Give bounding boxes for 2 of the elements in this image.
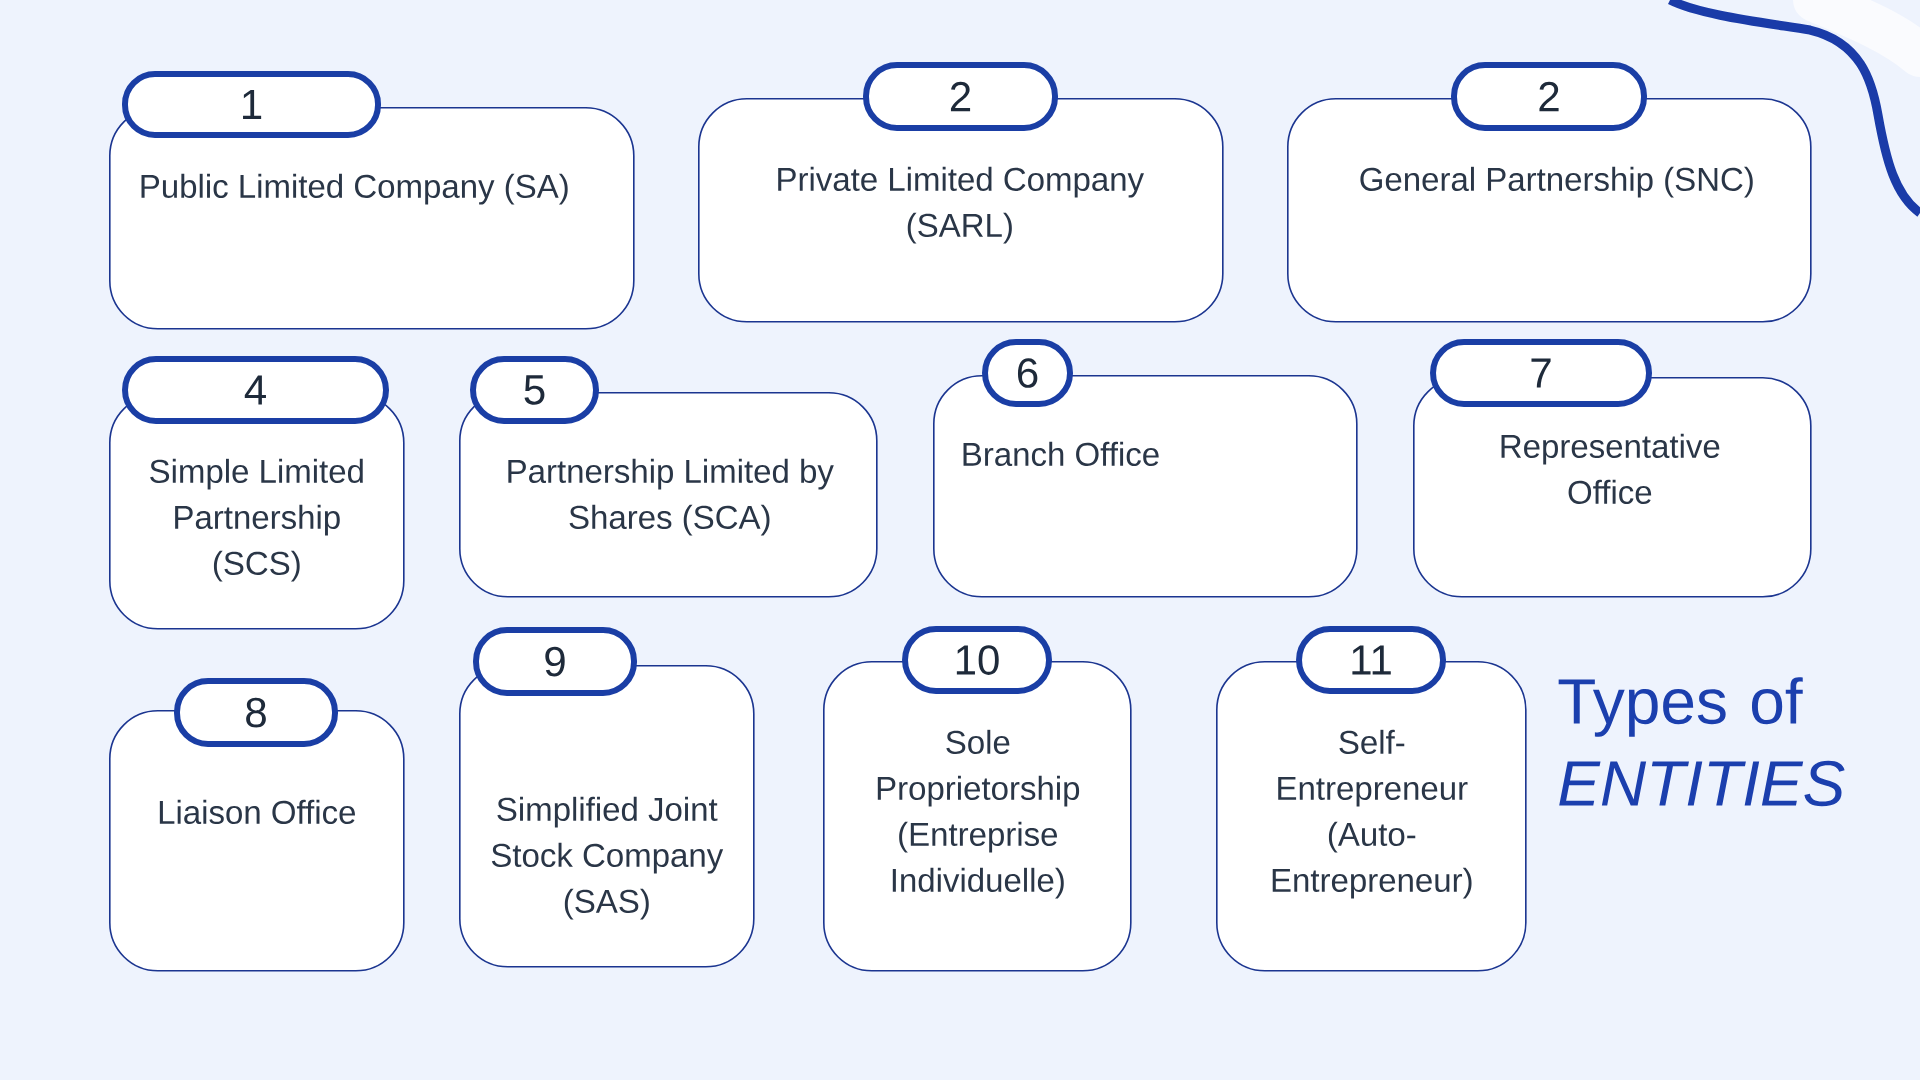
- number-badge: 8: [174, 678, 338, 747]
- title: Types of ENTITIES: [1558, 677, 1845, 807]
